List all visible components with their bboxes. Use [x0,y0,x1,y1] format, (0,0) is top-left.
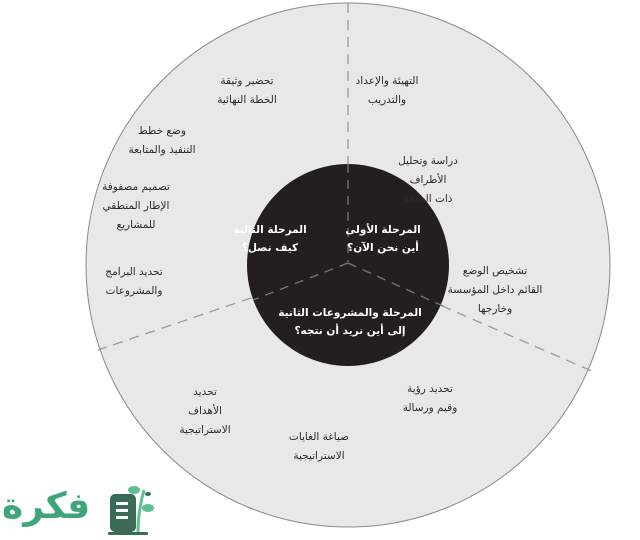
step-label: تحديد البرامج والمشروعات [105,266,163,297]
step-label: تحديد رؤية وقيم ورسالة [402,383,458,414]
inner-divider-right [347,262,444,307]
phase-2-title: المرحلة والمشروعات الثانية [278,307,422,319]
step-label: التهيئة والإعداد والتدريب [355,75,419,106]
step-label: صياغة الغايات الاستراتيجية [288,431,350,462]
step-label: تحضير وثيقة الخطة النهائية [217,75,277,106]
divider-right [347,264,595,373]
step-label: وضع خطط التنفيذ والمتابعة [128,125,196,156]
phase-1-subtitle: أين نحن الآن؟ [347,242,419,254]
phase-3-label: المرحلة الثالثة كيف نصل؟ [233,221,306,257]
inner-circle [247,164,449,366]
phase-1-title: المرحلة الأولى [345,224,421,236]
phase-3-subtitle: كيف نصل؟ [241,242,299,254]
logo: فكرة [2,478,154,538]
inner-divider-left [252,262,349,301]
step-label: تحديد الأهداف الاستراتيجية [179,386,231,436]
phase-2-label: المرحلة والمشروعات الثانية إلى أين نريد أ… [278,304,422,340]
step-label: دراسة وتحليل الأطراف ذات العلاقة [398,155,458,205]
logo-text: فكرة [2,486,91,527]
phase-1-label: المرحلة الأولى أين نحن الآن؟ [345,221,421,257]
book-leaf-icon [108,486,154,535]
phase-2-subtitle: إلى أين نريد أن نتجه؟ [294,325,406,337]
step-label: تشخيص الوضع القائم داخل المؤسسة وخارجها [447,265,543,315]
step-label: تصميم مصفوفة الإطار المنطقي للمشاريع [102,181,170,231]
phase-3-title: المرحلة الثالثة [233,224,307,236]
